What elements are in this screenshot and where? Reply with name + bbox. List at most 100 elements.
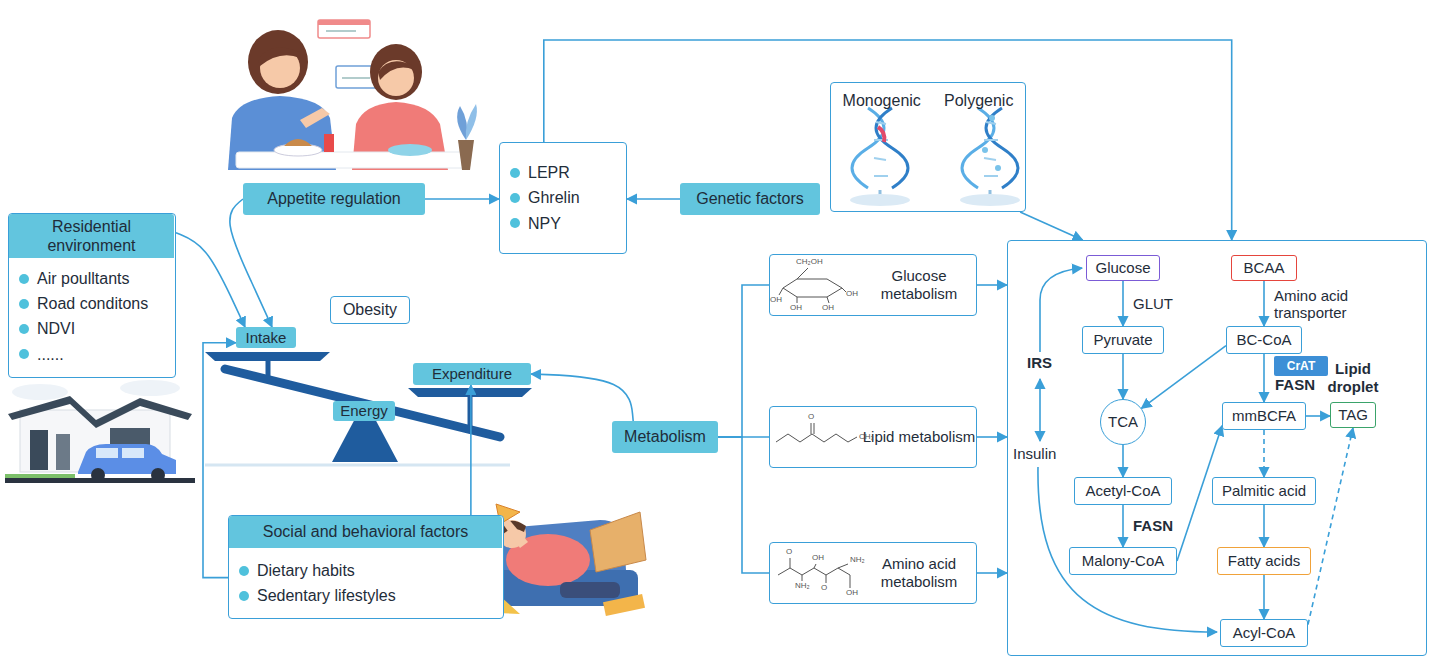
connector: [230, 199, 272, 327]
metabolite-box: Pyruvate: [1082, 326, 1164, 354]
node-text: Expenditure: [432, 365, 512, 383]
connector: [470, 385, 472, 515]
balance-label: Expenditure: [413, 363, 531, 385]
atom-label: OH: [846, 589, 858, 598]
atom-label: O: [808, 413, 814, 422]
connector: [1263, 281, 1265, 326]
group-heading: Social and behavioral factors: [229, 516, 502, 548]
signal-label: Insulin: [1013, 446, 1056, 463]
metabolite-box: BC-CoA: [1226, 326, 1302, 354]
node-text: Air poulltants: [17, 269, 130, 288]
connector: [1020, 212, 1082, 240]
node-text: CrAT: [1287, 359, 1315, 373]
node-text: Social and behavioral factors: [263, 522, 468, 541]
atom-label: NH₂: [850, 556, 865, 565]
atom-label: CH₃: [859, 433, 874, 442]
node-text: Fatty acids: [1228, 552, 1301, 570]
metabolite-box: BCAA: [1231, 255, 1297, 281]
node-text: Lipid metabolism: [863, 428, 976, 446]
factor-box: Appetite regulation: [243, 183, 425, 215]
node-text: Malony-CoA: [1082, 552, 1165, 570]
node-text: Residential environment: [9, 217, 174, 255]
edge-label: FASN: [1131, 517, 1175, 534]
connector: [1122, 445, 1124, 477]
atom-label: CH₂OH: [796, 258, 823, 267]
node-text: Energy: [340, 402, 388, 420]
node-text: Ghrelin: [508, 188, 580, 207]
factor-box: Metabolism: [612, 421, 718, 453]
metabolite-box: Acetyl-CoA: [1074, 477, 1172, 505]
balance-label: Energy: [333, 401, 395, 421]
node-text: Acetyl-CoA: [1085, 482, 1160, 500]
node-text: ......: [17, 345, 64, 364]
connector: [627, 198, 680, 200]
dna-icons: [850, 108, 1020, 206]
connector: [718, 285, 769, 437]
signal-lines: [1038, 268, 1217, 632]
node-text: Amino acid metabolism: [862, 555, 976, 591]
metabolite-box: mmBCFA: [1222, 402, 1306, 430]
node-text: TCA: [1108, 413, 1138, 431]
connector: [1122, 354, 1124, 399]
molecule-icons: [776, 268, 857, 588]
connector: [176, 233, 245, 327]
node-text: Obesity: [343, 300, 397, 319]
connector: [1263, 430, 1265, 477]
node-text: Acyl-CoA: [1233, 624, 1296, 642]
connector: [1122, 281, 1124, 326]
metabolite-box: Glucose: [1086, 255, 1160, 281]
lipid-droplet: Lipid dropletTAG: [1313, 360, 1393, 430]
factor-group: Dietary habitsSedentary lifestyles Social…: [228, 515, 504, 619]
connector: [1141, 346, 1226, 409]
connector: [718, 437, 769, 573]
connector: [1263, 354, 1265, 402]
connector: [425, 198, 499, 200]
region-box: Air poulltantsRoad conditonsNDVI...... Re…: [8, 213, 176, 378]
genetics-box: Monogenic Polygenic: [830, 82, 1026, 212]
metabolism-box: Amino acid metabolism: [769, 542, 977, 604]
metabolite-box: Acyl-CoA: [1220, 619, 1308, 647]
house-illustration: [5, 380, 195, 483]
node-text: Appetite regulation: [267, 189, 400, 208]
metabolite-box: Malony-CoA: [1069, 547, 1177, 575]
node-text: Genetic factors: [696, 189, 804, 208]
connector: [1263, 505, 1265, 547]
connector: [1306, 415, 1330, 417]
atom-label: OH: [790, 304, 802, 313]
node-text: Metabolism: [624, 427, 706, 446]
node-text: Dietary habits: [237, 561, 355, 580]
atom-label: NH₂: [795, 582, 810, 591]
node-text: Intake: [246, 329, 287, 347]
connector: [1263, 575, 1265, 619]
node-text: BCAA: [1244, 259, 1285, 277]
node-text: Sedentary lifestyles: [237, 586, 396, 605]
edge-label: Amino acid transporter: [1272, 286, 1396, 321]
connector: [1308, 428, 1353, 625]
atom-label: OH: [822, 304, 834, 313]
node-text: NDVI: [17, 319, 75, 338]
people-illustration: [228, 20, 477, 170]
node-text: Pyruvate: [1093, 331, 1152, 349]
hormone-box: LEPRGhrelinNPY: [499, 142, 627, 254]
node-text: mmBCFA: [1232, 407, 1296, 425]
node-text: Monogenic: [843, 91, 921, 110]
node-text: Palmitic acid: [1222, 482, 1306, 500]
node-text: Road conditons: [17, 294, 148, 313]
metabolite-box: Fatty acids: [1217, 547, 1311, 575]
enzyme-label: FASN: [1275, 377, 1315, 394]
atom-label: OH: [770, 296, 782, 305]
title-box: Obesity: [330, 296, 410, 324]
connector: [544, 40, 1232, 240]
node-text: LEPR: [508, 163, 570, 182]
connector: [1122, 505, 1124, 547]
node-text: Polygenic: [944, 91, 1013, 110]
node-text: Glucose metabolism: [862, 267, 976, 303]
atom-label: OH: [812, 554, 824, 563]
cycle-circle: TCA: [1100, 399, 1146, 445]
node-text: TAG: [1330, 402, 1376, 428]
node-text: BC-CoA: [1236, 331, 1291, 349]
signal-label: IRS: [1027, 355, 1052, 372]
atom-label: O: [786, 548, 792, 557]
atom-label: O: [821, 584, 827, 593]
connector: [977, 284, 1007, 286]
